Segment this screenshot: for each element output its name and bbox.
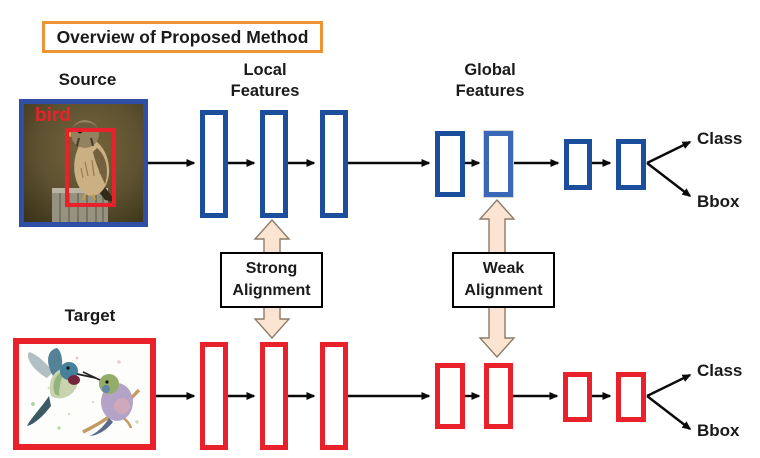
weak-alignment-box: Weak Alignment — [452, 252, 555, 308]
target-bbox-output-label: Bbox — [697, 421, 740, 440]
target-local-feature-box-3 — [320, 342, 348, 450]
detection-bbox — [65, 128, 116, 207]
target-head-box-1 — [563, 372, 592, 422]
hummingbirds-watercolor-illustration — [19, 344, 150, 444]
watercolor-speckles — [31, 356, 139, 430]
target-global-feature-box-1 — [435, 363, 465, 429]
source-bbox-output-label: Bbox — [697, 192, 740, 211]
strong-alignment-box: Strong Alignment — [220, 252, 323, 308]
kestrel-bird — [64, 120, 116, 202]
detection-class-tag: bird — [35, 105, 71, 126]
source-global-feature-box-2 — [483, 130, 514, 198]
target-stream-flow-lines — [156, 373, 692, 430]
source-head-box-2 — [616, 139, 646, 190]
source-label: Source — [58, 70, 117, 89]
source-global-feature-box-1 — [435, 131, 465, 197]
local-features-label: Local Features — [230, 61, 300, 100]
left-hummingbird — [27, 348, 97, 426]
source-local-feature-box-3 — [320, 110, 348, 218]
target-local-feature-box-1 — [200, 342, 228, 450]
target-class-output-label: Class — [697, 361, 743, 380]
global-features-label: Global Features — [455, 61, 525, 100]
source-local-feature-box-2 — [260, 110, 288, 218]
target-image — [13, 338, 156, 450]
target-label: Target — [64, 306, 116, 325]
diagram-title: Overview of Proposed Method — [42, 21, 323, 53]
target-global-feature-box-2 — [484, 363, 513, 429]
source-local-feature-box-1 — [200, 110, 228, 218]
diagram-title-text: Overview of Proposed Method — [56, 26, 309, 47]
source-stream-flow-lines — [148, 140, 692, 197]
target-head-box-2 — [616, 372, 646, 422]
source-image: bird — [19, 99, 148, 227]
source-class-output-label: Class — [697, 129, 743, 148]
source-head-box-1 — [564, 139, 592, 190]
right-hummingbird — [82, 371, 133, 436]
target-local-feature-box-2 — [260, 342, 288, 450]
